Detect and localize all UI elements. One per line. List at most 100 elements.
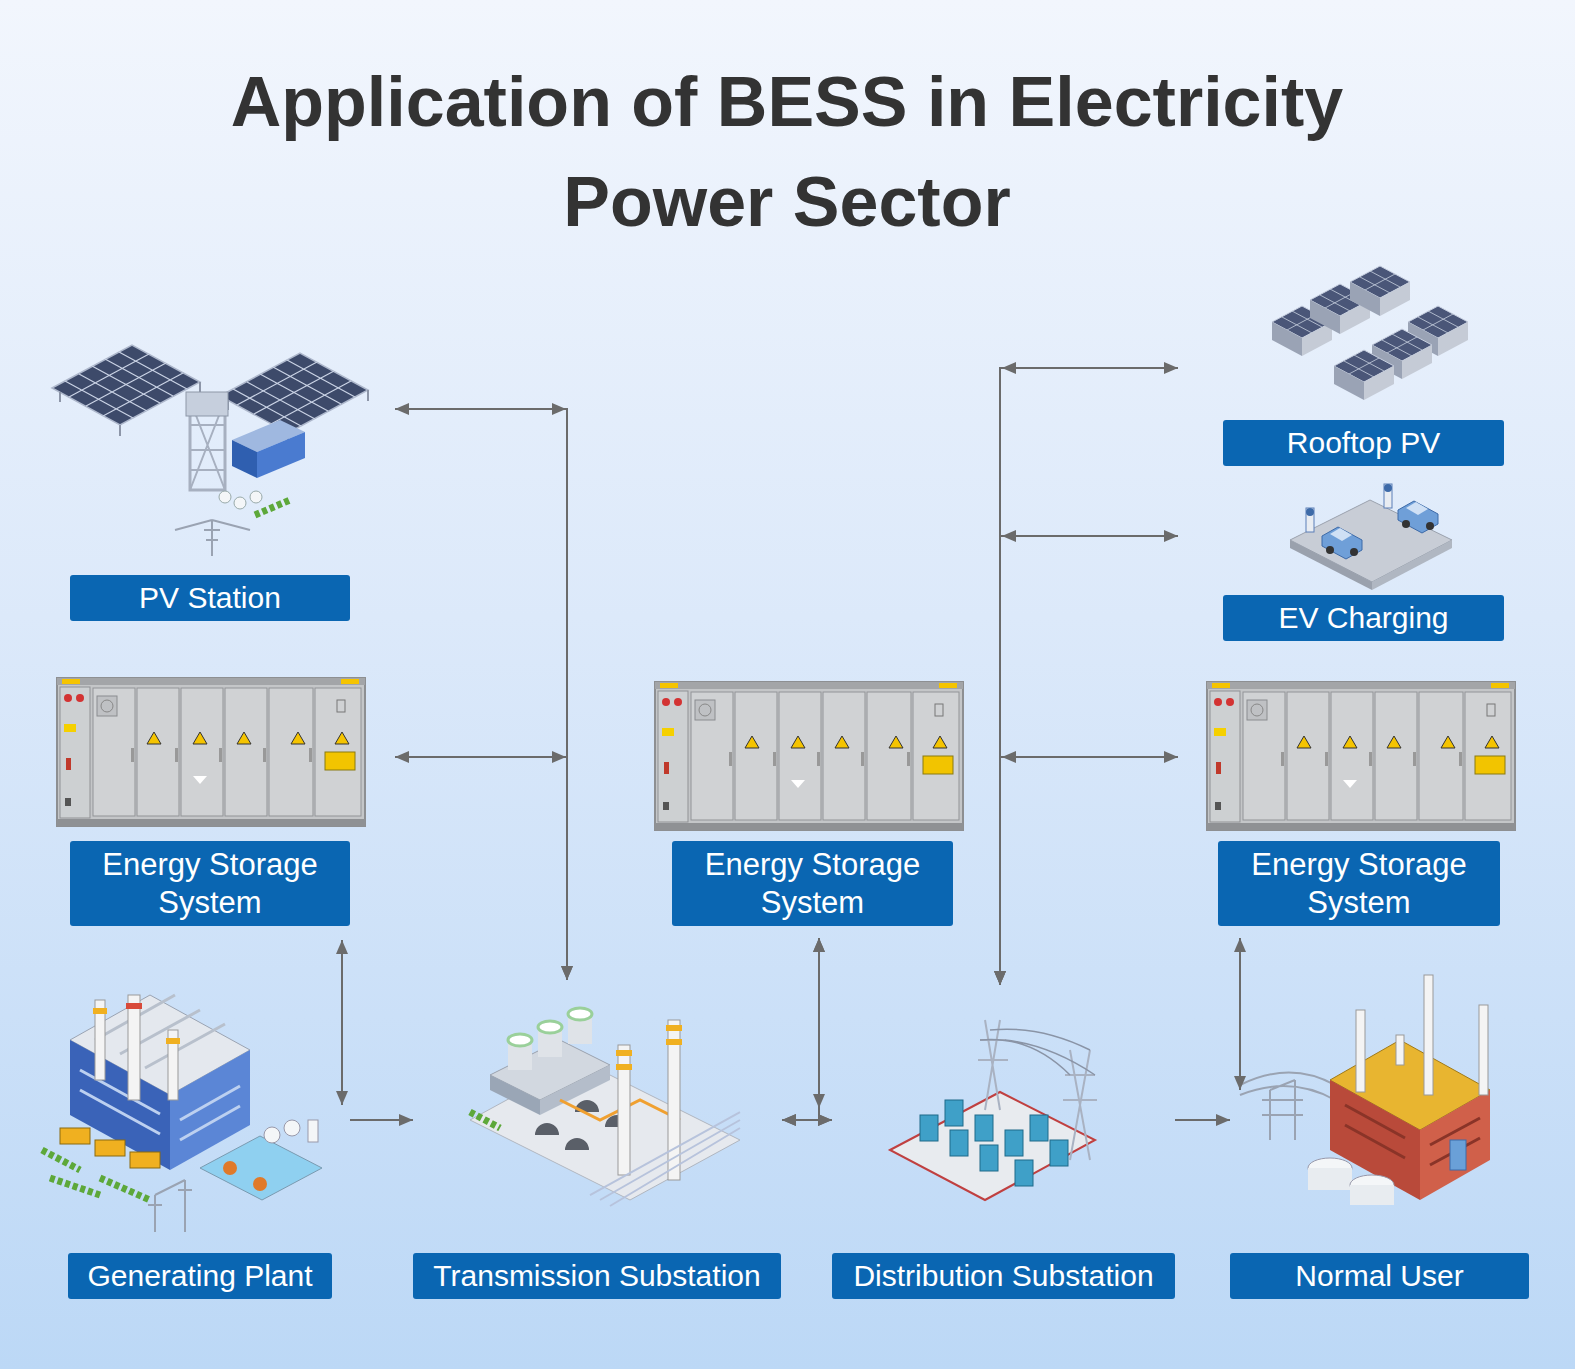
flow-connector xyxy=(782,938,819,1120)
generating-plant-art xyxy=(70,1040,170,1170)
generating-plant-art xyxy=(42,995,322,1232)
pv-station-art xyxy=(232,440,257,478)
node-region: PV Station xyxy=(50,340,395,622)
ev-charging-art xyxy=(1290,484,1452,590)
generating-plant-art xyxy=(308,1120,318,1142)
flow-connector xyxy=(1000,368,1178,985)
distribution-substation-art xyxy=(890,1020,1097,1200)
generating-plant-art xyxy=(166,1038,180,1044)
normal-user-art xyxy=(1479,1005,1488,1095)
distribution-substation-art xyxy=(920,1100,1068,1186)
pv-station-art xyxy=(175,520,250,556)
node-region: Generating Plant xyxy=(40,1105,350,1300)
node-label: Energy Storage System xyxy=(70,841,350,926)
generating-plant-art xyxy=(42,1150,150,1200)
junction-arrowhead xyxy=(552,403,566,415)
node-region: Energy Storage System xyxy=(55,678,395,940)
ev-charging-art xyxy=(1290,500,1452,582)
generating-plant-art xyxy=(126,1003,142,1009)
pv-station-art xyxy=(234,497,246,509)
generating-plant-art xyxy=(223,1161,237,1175)
flow-connector xyxy=(341,940,343,1105)
flow-connector xyxy=(819,938,832,1120)
ev-charging-art xyxy=(1384,484,1392,492)
generating-plant-art xyxy=(200,1136,322,1200)
ev-charging-art xyxy=(1372,540,1452,590)
node-label: Normal User xyxy=(1230,1253,1529,1299)
generating-plant-art xyxy=(284,1120,300,1136)
flow-connector xyxy=(1239,938,1241,1090)
junction-arrowhead xyxy=(813,1094,825,1108)
normal-user-art xyxy=(1424,975,1433,1095)
node-region: EV Charging xyxy=(1178,480,1505,642)
node-label: Energy Storage System xyxy=(1218,841,1500,926)
pv-station-art xyxy=(186,392,228,416)
transmission-substation-art xyxy=(590,1112,740,1206)
node-label: EV Charging xyxy=(1223,595,1504,641)
node-label: Generating Plant xyxy=(68,1253,332,1299)
distribution-substation-art xyxy=(980,1029,1095,1075)
normal-user-art xyxy=(1240,1073,1335,1141)
node-label: Rooftop PV xyxy=(1223,420,1504,466)
pv-station-art xyxy=(219,491,231,503)
ev-charging-art xyxy=(1384,484,1392,508)
node-region: Transmission Substation xyxy=(413,980,782,1300)
node-region: Distribution Substation xyxy=(832,985,1175,1300)
flow-connector xyxy=(1000,757,1178,985)
normal-user-art xyxy=(1350,1185,1394,1205)
distribution-substation-art xyxy=(920,1115,938,1141)
node-region: Normal User xyxy=(1230,1090,1530,1300)
transmission-substation-art xyxy=(568,1008,592,1020)
battery-cabinet xyxy=(57,678,1515,830)
transmission-substation-art xyxy=(535,1100,629,1150)
transmission-substation-art xyxy=(490,1075,540,1115)
flow-connector xyxy=(395,409,567,980)
transmission-substation-art xyxy=(470,1008,740,1206)
junction-arrowhead xyxy=(552,362,1016,1108)
flow-connector xyxy=(1000,536,1178,985)
pv-station-art xyxy=(255,500,290,515)
pv-station-art xyxy=(52,345,200,436)
flow-connector xyxy=(782,1119,832,1121)
generating-plant-art xyxy=(148,1180,192,1232)
normal-user-art xyxy=(1356,1010,1365,1092)
generating-plant-art xyxy=(170,1050,250,1170)
node-region: Rooftop PV xyxy=(1178,265,1505,467)
junction-arrowhead xyxy=(1002,362,1016,374)
rooftop-pv-art xyxy=(1272,266,1468,400)
junction-arrowhead xyxy=(552,751,566,763)
distribution-substation-art xyxy=(1030,1115,1048,1141)
generating-plant-art xyxy=(60,1128,90,1144)
node-label: Distribution Substation xyxy=(832,1253,1175,1299)
transmission-substation-art xyxy=(666,1039,682,1045)
distribution-substation-art xyxy=(978,1020,1097,1160)
junction-arrowhead xyxy=(1002,751,1016,763)
generating-plant-art xyxy=(264,1127,280,1143)
distribution-substation-art xyxy=(1015,1160,1033,1186)
ev-charging-art xyxy=(1306,508,1314,516)
node-label: PV Station xyxy=(70,575,350,621)
normal-user-art xyxy=(1240,975,1490,1205)
generating-plant-art xyxy=(95,1140,125,1156)
transmission-substation-art xyxy=(508,1034,532,1046)
diagram-title: Application of BESS in Electricity Power… xyxy=(187,52,1387,252)
transmission-substation-art xyxy=(616,1050,632,1056)
distribution-substation-art xyxy=(1050,1140,1068,1166)
ev-charging-art xyxy=(1306,508,1314,532)
transmission-substation-art xyxy=(616,1064,632,1070)
flow-connector xyxy=(395,757,567,980)
transmission-substation-art xyxy=(538,1021,562,1033)
rooftop-pv-art xyxy=(1350,266,1410,316)
ev-charging-art xyxy=(1398,501,1438,533)
node-label: Transmission Substation xyxy=(413,1253,781,1299)
distribution-substation-art xyxy=(945,1100,963,1126)
flow-connector xyxy=(350,1119,413,1121)
battery-cabinet xyxy=(57,678,365,826)
normal-user-art xyxy=(1308,1168,1352,1190)
generating-plant-art xyxy=(93,1008,107,1014)
junction-arrowhead xyxy=(1002,530,1016,542)
pv-station-art xyxy=(257,432,305,478)
distribution-substation-art xyxy=(975,1115,993,1141)
rooftop-pv-art xyxy=(1334,350,1394,400)
